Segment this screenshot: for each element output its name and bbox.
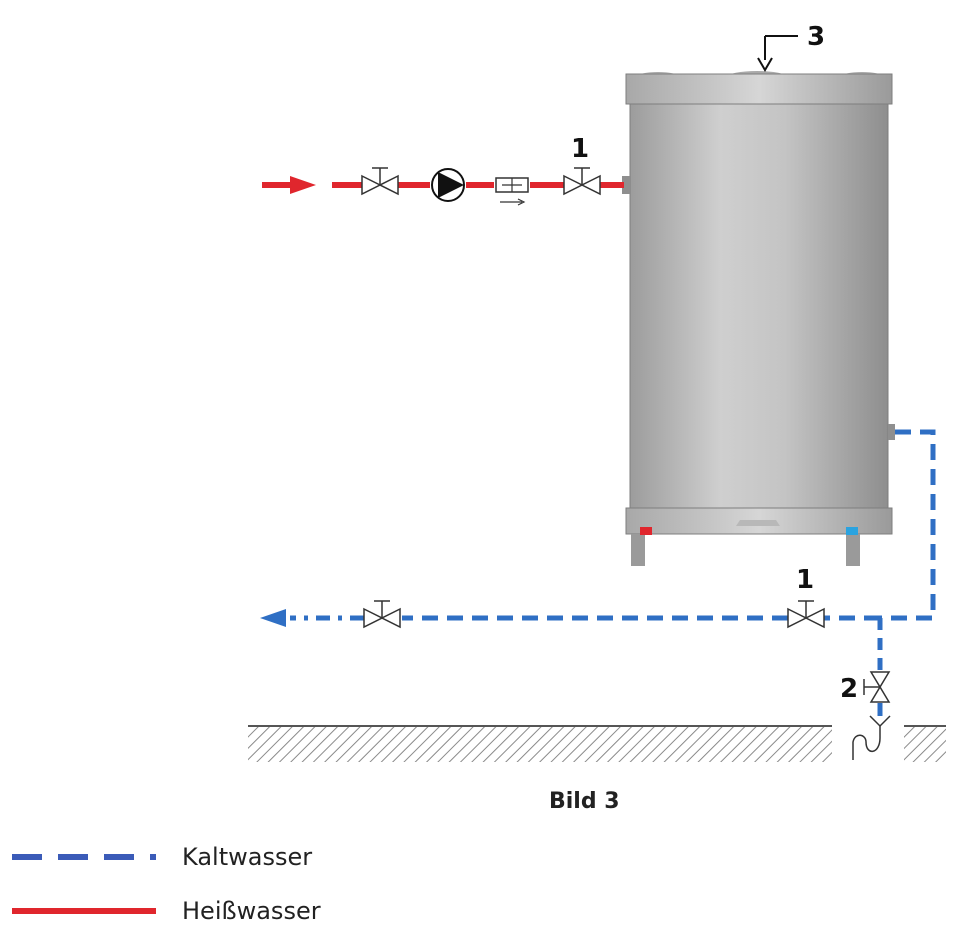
floor-section — [248, 725, 946, 762]
tank-foot-cold — [846, 534, 860, 566]
check-valve-icon — [495, 177, 529, 206]
pump-icon — [431, 168, 465, 202]
gate-valve-icon — [787, 600, 825, 629]
floor-hatch-right — [904, 726, 946, 762]
hot-inlet-stub — [622, 176, 630, 194]
top-connection-marker: 3 — [757, 22, 825, 72]
legend-label: Kaltwasser — [182, 843, 312, 871]
inlet-valve-number: 1 — [571, 134, 589, 164]
hot-connection-mark — [640, 527, 652, 535]
legend: Kaltwasser Heißwasser — [12, 843, 321, 925]
legend-label: Heißwasser — [182, 897, 321, 925]
cold-connection-mark — [846, 527, 858, 535]
legend-item-hot: Heißwasser — [12, 897, 321, 925]
tank-body — [629, 103, 889, 509]
flow-arrow-icon — [260, 609, 286, 627]
drain-valve-number: 2 — [840, 674, 858, 704]
tank-base-notch — [736, 520, 780, 526]
drain-funnel-icon — [852, 715, 891, 760]
cold-water-line — [260, 429, 936, 760]
top-connection-number: 3 — [807, 22, 825, 52]
outlet-valve-number: 1 — [796, 565, 814, 595]
hot-water-line: 1 — [262, 134, 624, 206]
drain-valve-icon — [863, 671, 891, 703]
flow-arrow-icon — [290, 176, 316, 194]
cold-side-stub — [888, 424, 895, 440]
tank-foot-hot — [631, 534, 645, 566]
figure-caption: Bild 3 — [549, 789, 620, 814]
down-arrow-icon — [757, 57, 773, 72]
legend-item-cold: Kaltwasser — [12, 843, 312, 871]
gate-valve-icon — [361, 167, 399, 196]
floor-hatch-left — [248, 726, 832, 762]
storage-tank — [622, 71, 895, 566]
gate-valve-icon — [563, 167, 601, 196]
gate-valve-icon — [363, 600, 401, 629]
tank-top-cap — [625, 73, 893, 105]
